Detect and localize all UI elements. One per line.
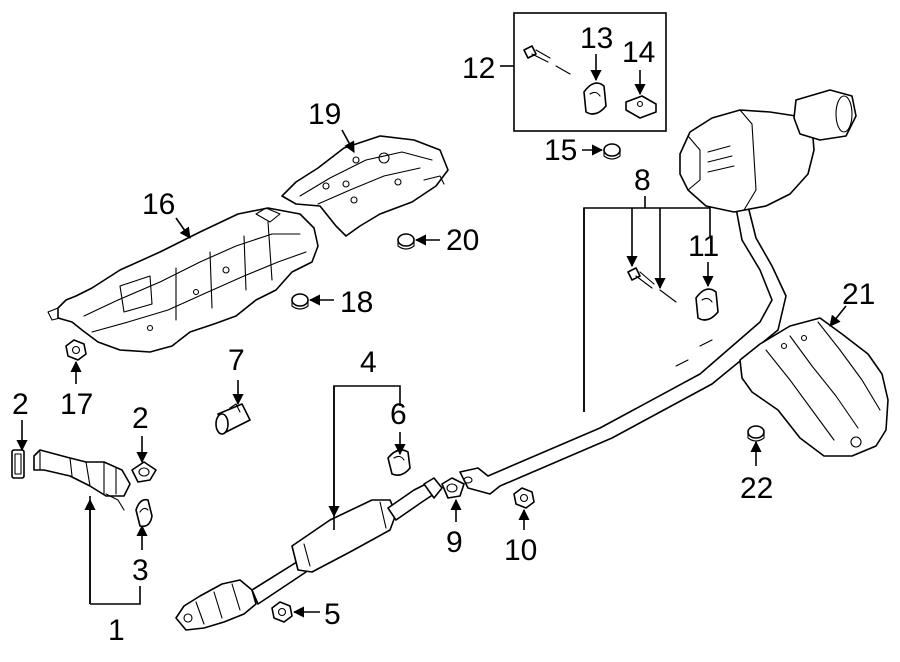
callout-8: 8 [634,164,651,197]
callout-2-right: 2 [132,402,149,435]
callout-3: 3 [132,554,149,587]
callout-2-left: 2 [12,388,29,421]
bolt-8 [627,267,677,303]
callout-19: 19 [308,98,341,131]
rear-muffler [679,89,857,213]
nut-17 [65,339,87,361]
callout-6: 6 [390,398,407,431]
nut-22 [747,425,765,442]
callout-21: 21 [842,278,875,311]
hanger-13 [583,82,607,115]
callout-16: 16 [142,188,175,221]
hanger-11 [695,288,719,321]
gasket-2-left [11,449,25,479]
callout-7: 7 [228,344,245,377]
callout-11: 11 [688,230,719,263]
callout-22: 22 [740,472,773,505]
center-heat-shield [281,135,449,237]
callout-5: 5 [324,598,341,631]
nut-20 [397,233,415,250]
callout-13: 13 [580,22,613,55]
callout-1: 1 [108,614,125,647]
callout-17: 17 [60,388,93,421]
callout-18: 18 [340,286,373,319]
front-heat-shield [47,207,319,353]
callout-4: 4 [360,346,377,379]
callout-lines [16,54,847,618]
nut-15 [603,143,621,160]
callout-15: 15 [544,134,577,167]
center-pipe-resonator [175,477,443,631]
nut-18 [291,293,309,310]
callout-14: 14 [622,36,655,69]
pipe-clamp-7 [215,403,251,435]
callout-9: 9 [446,526,463,559]
nut-5 [271,601,293,623]
nut-10 [513,487,535,509]
rear-heat-shield [739,317,889,457]
gasket-2-right [131,461,157,483]
callout-12: 12 [462,52,495,85]
callout-10: 10 [504,534,537,567]
tail-pipe [459,205,787,495]
hanger-3 [135,498,153,528]
gasket-9 [441,477,465,499]
callout-20: 20 [446,224,479,257]
bolt-12 [523,45,571,75]
front-pipe-converter [33,449,131,511]
bracket-14 [625,95,657,119]
inset-box [513,12,667,132]
hanger-6 [387,449,411,476]
